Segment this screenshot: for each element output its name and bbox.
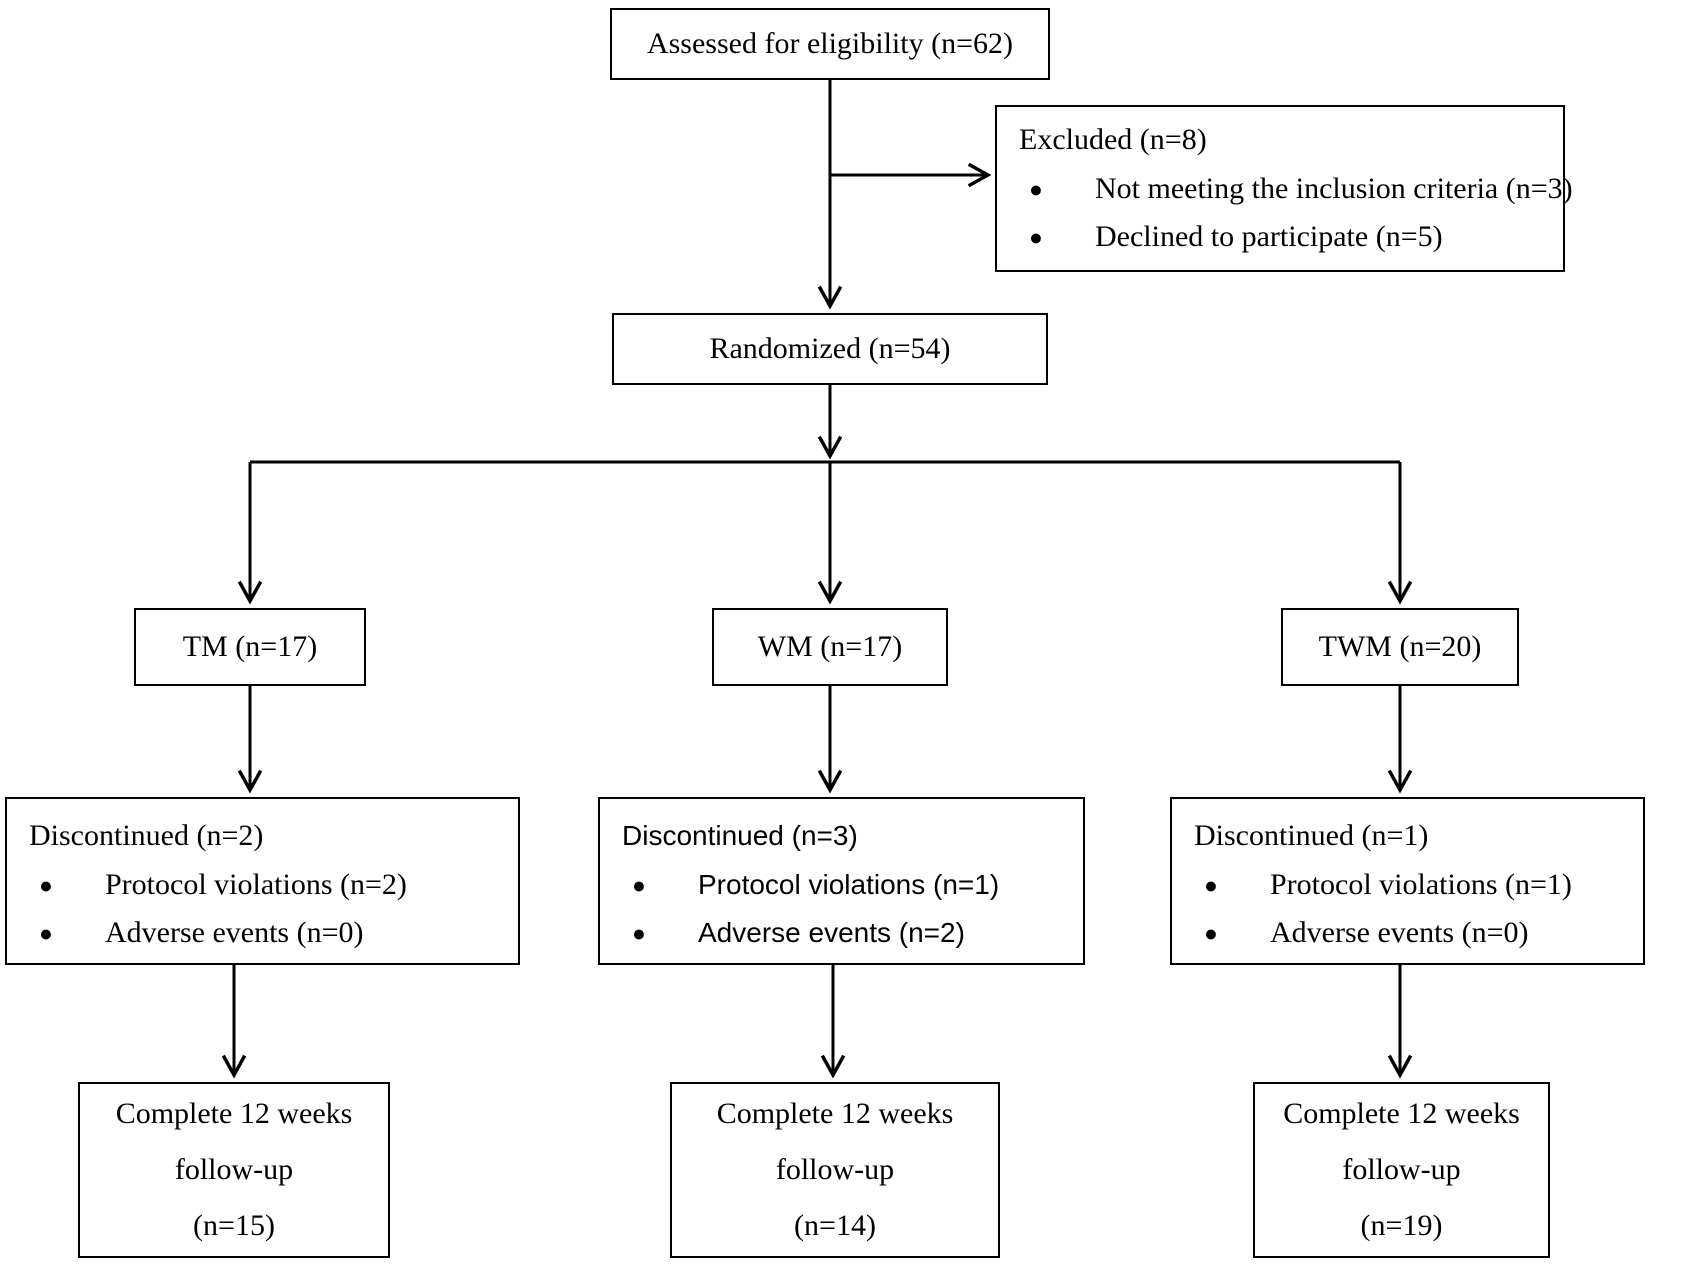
excluded-item-label: Not meeting the inclusion criteria (n=3)	[1095, 172, 1573, 205]
discontinued-item: ● Protocol violations (n=1)	[1194, 861, 1637, 909]
complete-wm-line3: (n=14)	[794, 1209, 876, 1242]
discontinued-item-label: Protocol violations (n=1)	[698, 869, 1000, 900]
discontinued-item: ● Protocol violations (n=2)	[29, 861, 512, 909]
excluded-item: ● Not meeting the inclusion criteria (n=…	[1019, 165, 1573, 213]
discontinued-wm-title: Discontinued (n=3)	[622, 820, 858, 851]
discontinued-item-label: Protocol violations (n=1)	[1270, 868, 1572, 901]
complete-tm-line2: follow-up	[174, 1153, 294, 1186]
excluded-item: ● Declined to participate (n=5)	[1019, 213, 1557, 261]
excluded-title: Excluded (n=8)	[1019, 123, 1207, 156]
complete-twm-line3: (n=19)	[1360, 1209, 1443, 1242]
discontinued-item: ● Adverse events (n=0)	[1194, 909, 1637, 957]
complete-wm-box: Complete 12 weeks follow-up (n=14)	[670, 1082, 1000, 1258]
bullet-icon: ●	[1204, 920, 1218, 946]
group-tm-box: TM (n=17)	[134, 608, 366, 686]
bullet-icon: ●	[39, 872, 53, 898]
assessed-label: Assessed for eligibility (n=62)	[646, 27, 1014, 60]
bullet-icon: ●	[39, 920, 53, 946]
complete-wm-line1: Complete 12 weeks	[716, 1097, 954, 1130]
discontinued-item-label: Protocol violations (n=2)	[105, 868, 407, 901]
group-wm-label: WM (n=17)	[757, 630, 903, 663]
complete-wm-line2: follow-up	[775, 1153, 895, 1186]
complete-tm-line3: (n=15)	[193, 1209, 275, 1242]
complete-twm-line2: follow-up	[1342, 1153, 1461, 1186]
discontinued-tm-box: Discontinued (n=2) ● Protocol violations…	[5, 797, 520, 965]
complete-tm-box: Complete 12 weeks follow-up (n=15)	[78, 1082, 390, 1258]
bullet-icon: ●	[632, 871, 646, 898]
discontinued-item: ● Protocol violations (n=1)	[622, 861, 1077, 909]
group-tm-label: TM (n=17)	[182, 630, 318, 663]
discontinued-item-label: Adverse events (n=0)	[1270, 916, 1529, 949]
group-twm-box: TWM (n=20)	[1281, 608, 1519, 686]
discontinued-item-label: Adverse events (n=0)	[105, 916, 364, 949]
discontinued-item: ● Adverse events (n=0)	[29, 909, 512, 957]
bullet-icon: ●	[632, 919, 646, 946]
excluded-item-label: Declined to participate (n=5)	[1095, 220, 1443, 253]
discontinued-tm-title: Discontinued (n=2)	[29, 819, 264, 852]
complete-twm-line1: Complete 12 weeks	[1283, 1097, 1520, 1130]
group-twm-label: TWM (n=20)	[1318, 630, 1482, 663]
complete-tm-line1: Complete 12 weeks	[115, 1097, 353, 1130]
excluded-box: Excluded (n=8) ● Not meeting the inclusi…	[995, 105, 1573, 272]
discontinued-item-label: Adverse events (n=2)	[698, 917, 965, 948]
discontinued-twm-box: Discontinued (n=1) ● Protocol violations…	[1170, 797, 1645, 965]
discontinued-item: ● Adverse events (n=2)	[622, 909, 1077, 957]
bullet-icon: ●	[1029, 224, 1043, 250]
discontinued-twm-title: Discontinued (n=1)	[1194, 819, 1429, 852]
complete-twm-box: Complete 12 weeks follow-up (n=19)	[1253, 1082, 1550, 1258]
randomized-box: Randomized (n=54)	[612, 313, 1048, 385]
bullet-icon: ●	[1204, 872, 1218, 898]
assessed-box: Assessed for eligibility (n=62)	[610, 8, 1050, 80]
discontinued-wm-box: Discontinued (n=3) ● Protocol violations…	[598, 797, 1085, 965]
bullet-icon: ●	[1029, 176, 1043, 202]
group-wm-box: WM (n=17)	[712, 608, 948, 686]
randomized-label: Randomized (n=54)	[709, 332, 951, 365]
